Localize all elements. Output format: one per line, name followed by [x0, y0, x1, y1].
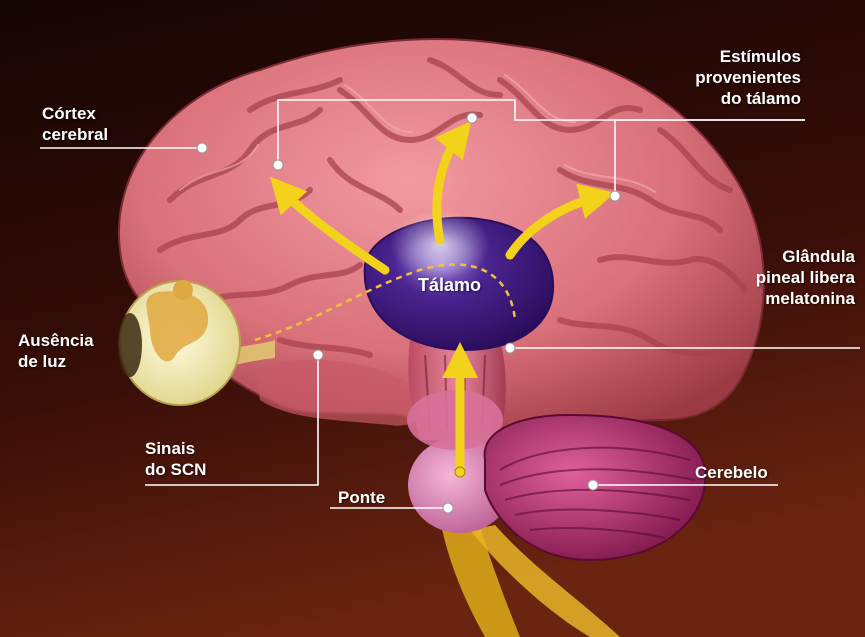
stimulus-marker-left — [273, 160, 283, 170]
label-thalamic-stimuli: Estímulos provenientes do tálamo — [695, 46, 801, 109]
stimulus-marker-top — [467, 113, 477, 123]
label-absence-of-light: Ausência de luz — [18, 330, 94, 372]
cerebellum-marker — [588, 480, 598, 490]
label-cerebral-cortex: Córtex cerebral — [42, 103, 108, 145]
label-pineal-gland: Glândula pineal libera melatonina — [756, 246, 855, 309]
pathway-origin-marker — [455, 467, 465, 477]
pons-marker — [443, 503, 453, 513]
scn-marker — [313, 350, 323, 360]
cortex-marker — [197, 143, 207, 153]
label-pons: Ponte — [338, 487, 385, 508]
label-cerebellum: Cerebelo — [695, 462, 768, 483]
stimulus-marker-right — [610, 191, 620, 201]
label-thalamus: Tálamo — [418, 275, 481, 296]
pineal-marker — [505, 343, 515, 353]
label-scn-signals: Sinais do SCN — [145, 438, 206, 480]
